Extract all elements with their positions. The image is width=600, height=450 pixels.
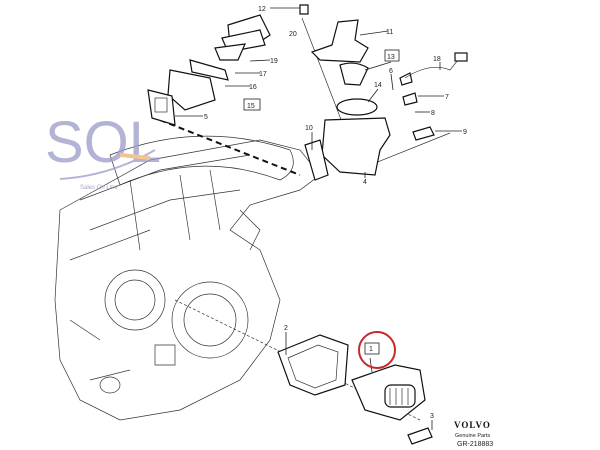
callout-18[interactable]: 18	[433, 56, 441, 63]
leader-line	[301, 17, 346, 131]
brand-name: VOLVO	[454, 420, 491, 430]
callout-8[interactable]: 8	[431, 110, 435, 117]
callout-14[interactable]: 14	[374, 82, 382, 89]
callout-13[interactable]: 13	[387, 54, 395, 61]
callout-9[interactable]: 9	[463, 129, 467, 136]
thermostat-housing-left	[147, 4, 309, 126]
highlight-circle	[358, 331, 396, 369]
callout-12[interactable]: 12	[258, 6, 266, 13]
callout-16[interactable]: 16	[249, 84, 257, 91]
watermark-logo-text: SOL	[45, 110, 161, 175]
callout-7[interactable]: 7	[445, 94, 449, 101]
callout-17[interactable]: 17	[259, 71, 267, 78]
callout-11[interactable]: 11	[386, 29, 393, 36]
diagram-reference: GR-218883	[457, 441, 493, 448]
callout-box-13	[384, 49, 400, 62]
callout-leaders	[175, 7, 462, 430]
callout-3[interactable]: 3	[430, 413, 434, 420]
callout-4[interactable]: 4	[363, 179, 367, 186]
callout-box-1	[364, 342, 380, 355]
callout-5[interactable]: 5	[204, 114, 208, 121]
watermark-tagline: Sales On Line	[80, 185, 118, 191]
leader-line	[369, 132, 451, 166]
sol-watermark-logo: SOL Sales On Line	[45, 110, 161, 191]
thermostat-housing-right	[304, 19, 468, 181]
brand-subtitle: Genuine Parts	[455, 433, 490, 439]
dashed-guide	[159, 119, 301, 176]
engine-block	[54, 135, 321, 421]
callout-19[interactable]: 19	[270, 58, 278, 65]
callout-1[interactable]: 1	[369, 346, 373, 353]
callout-10[interactable]: 10	[305, 125, 313, 132]
water-pump-assembly	[277, 334, 433, 445]
callout-2[interactable]: 2	[284, 325, 288, 332]
callout-20[interactable]: 20	[289, 31, 297, 38]
callout-15[interactable]: 15	[247, 103, 255, 110]
callout-box-15	[243, 98, 261, 111]
callout-6[interactable]: 6	[389, 68, 393, 75]
